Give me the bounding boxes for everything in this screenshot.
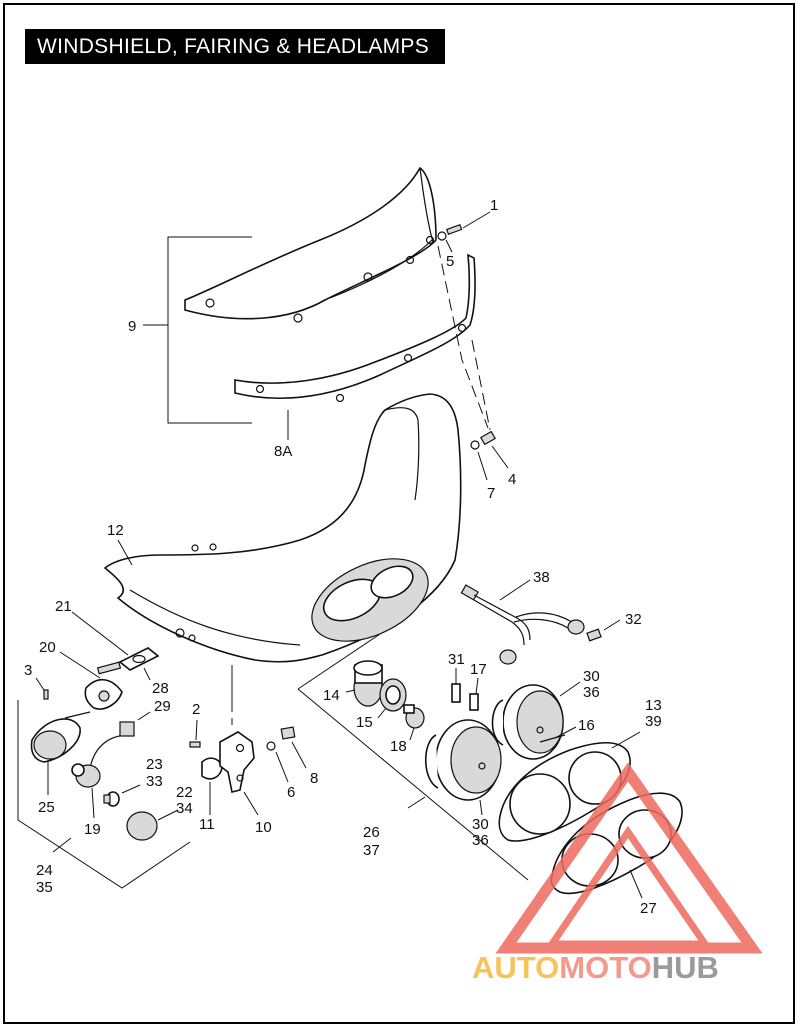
- callout-25: 25: [38, 799, 55, 816]
- watermark-text: AUTOMOTOHUB: [472, 950, 719, 985]
- callout-24: 24: [36, 862, 53, 879]
- callout-35: 35: [36, 879, 53, 896]
- retaining-ring-part[interactable]: [379, 678, 407, 712]
- callout-30-upper: 30: [583, 668, 600, 685]
- callout-29: 29: [154, 698, 171, 715]
- callout-22: 22: [176, 784, 193, 801]
- mounting-bracket-part[interactable]: [219, 731, 255, 793]
- diagram-frame: [3, 3, 795, 1024]
- windshield-part[interactable]: [184, 166, 437, 323]
- mount-stud-part[interactable]: [96, 661, 122, 675]
- callout-17: 17: [470, 661, 487, 678]
- callout-37: 37: [363, 842, 380, 859]
- washer-nut-part[interactable]: [266, 726, 296, 751]
- callout-labels: 1 5 9 8A 7 4 12 38 32 21 20 28 3 29 2 14…: [24, 197, 662, 917]
- signal-lens-cover-part[interactable]: [126, 811, 158, 841]
- watermark-hub: HUB: [652, 950, 719, 985]
- fairing-part[interactable]: [103, 393, 462, 663]
- callout-33: 33: [146, 773, 163, 790]
- bracket-screw-part[interactable]: [189, 741, 201, 748]
- page-title: WINDSHIELD, FAIRING & HEADLAMPS: [25, 29, 446, 64]
- headlamp-trim-ring-part[interactable]: [498, 741, 631, 842]
- callout-26: 26: [363, 824, 380, 841]
- callout-8a: 8A: [274, 443, 292, 460]
- callout-19: 19: [84, 821, 101, 838]
- callout-10: 10: [255, 819, 272, 836]
- turn-signal-bulb-part[interactable]: [103, 791, 120, 807]
- callout-5: 5: [446, 253, 454, 270]
- mount-screw-part[interactable]: [470, 430, 497, 450]
- windshield-trim-part[interactable]: [234, 253, 476, 403]
- callout-4: 4: [508, 471, 516, 488]
- wiring-harness-part[interactable]: [460, 584, 585, 665]
- callout-36-upper: 36: [583, 684, 600, 701]
- bulb-part-32[interactable]: [586, 628, 602, 642]
- headlamp-upper-part[interactable]: [491, 684, 564, 760]
- turn-signal-housing-part[interactable]: [84, 679, 123, 710]
- headlamp-lower-part[interactable]: [425, 719, 502, 801]
- callout-14: 14: [323, 687, 340, 704]
- callout-15: 15: [356, 714, 373, 731]
- turn-signal-lens-part[interactable]: [30, 711, 91, 763]
- callout-16: 16: [578, 717, 595, 734]
- callout-3: 3: [24, 662, 32, 679]
- callout-38: 38: [533, 569, 550, 586]
- wire-clip-part[interactable]: [201, 757, 223, 780]
- callout-1: 1: [490, 197, 498, 214]
- watermark-moto: MOTO: [559, 950, 651, 985]
- watermark-logo: [495, 762, 763, 954]
- callout-8: 8: [310, 770, 318, 787]
- callout-2: 2: [192, 701, 200, 718]
- lens-screw-part[interactable]: [43, 689, 49, 700]
- callout-39: 39: [645, 713, 662, 730]
- callout-18: 18: [390, 738, 407, 755]
- adjuster-screw-part[interactable]: [451, 683, 479, 711]
- signal-harness-part[interactable]: [89, 721, 135, 769]
- callout-9: 9: [128, 318, 136, 335]
- callout-28: 28: [152, 680, 169, 697]
- callout-6: 6: [287, 784, 295, 801]
- callout-31: 31: [448, 651, 465, 668]
- headlamp-bulb-part[interactable]: [403, 704, 425, 729]
- callout-12: 12: [107, 522, 124, 539]
- mount-gasket-part[interactable]: [118, 647, 160, 671]
- screw-part[interactable]: [437, 223, 463, 241]
- callout-36-lower: 36: [472, 832, 489, 849]
- callout-23: 23: [146, 756, 163, 773]
- callout-32: 32: [625, 611, 642, 628]
- bulb-socket-part[interactable]: [71, 763, 101, 788]
- callout-27: 27: [640, 900, 657, 917]
- trim-ring-part[interactable]: [353, 660, 383, 707]
- watermark-auto: AUTO: [472, 950, 559, 985]
- callout-30-lower: 30: [472, 816, 489, 833]
- callout-20: 20: [39, 639, 56, 656]
- callout-34: 34: [176, 800, 193, 817]
- callout-11: 11: [199, 816, 215, 833]
- callout-7: 7: [487, 485, 495, 502]
- callout-13: 13: [645, 697, 662, 714]
- callout-21: 21: [55, 598, 72, 615]
